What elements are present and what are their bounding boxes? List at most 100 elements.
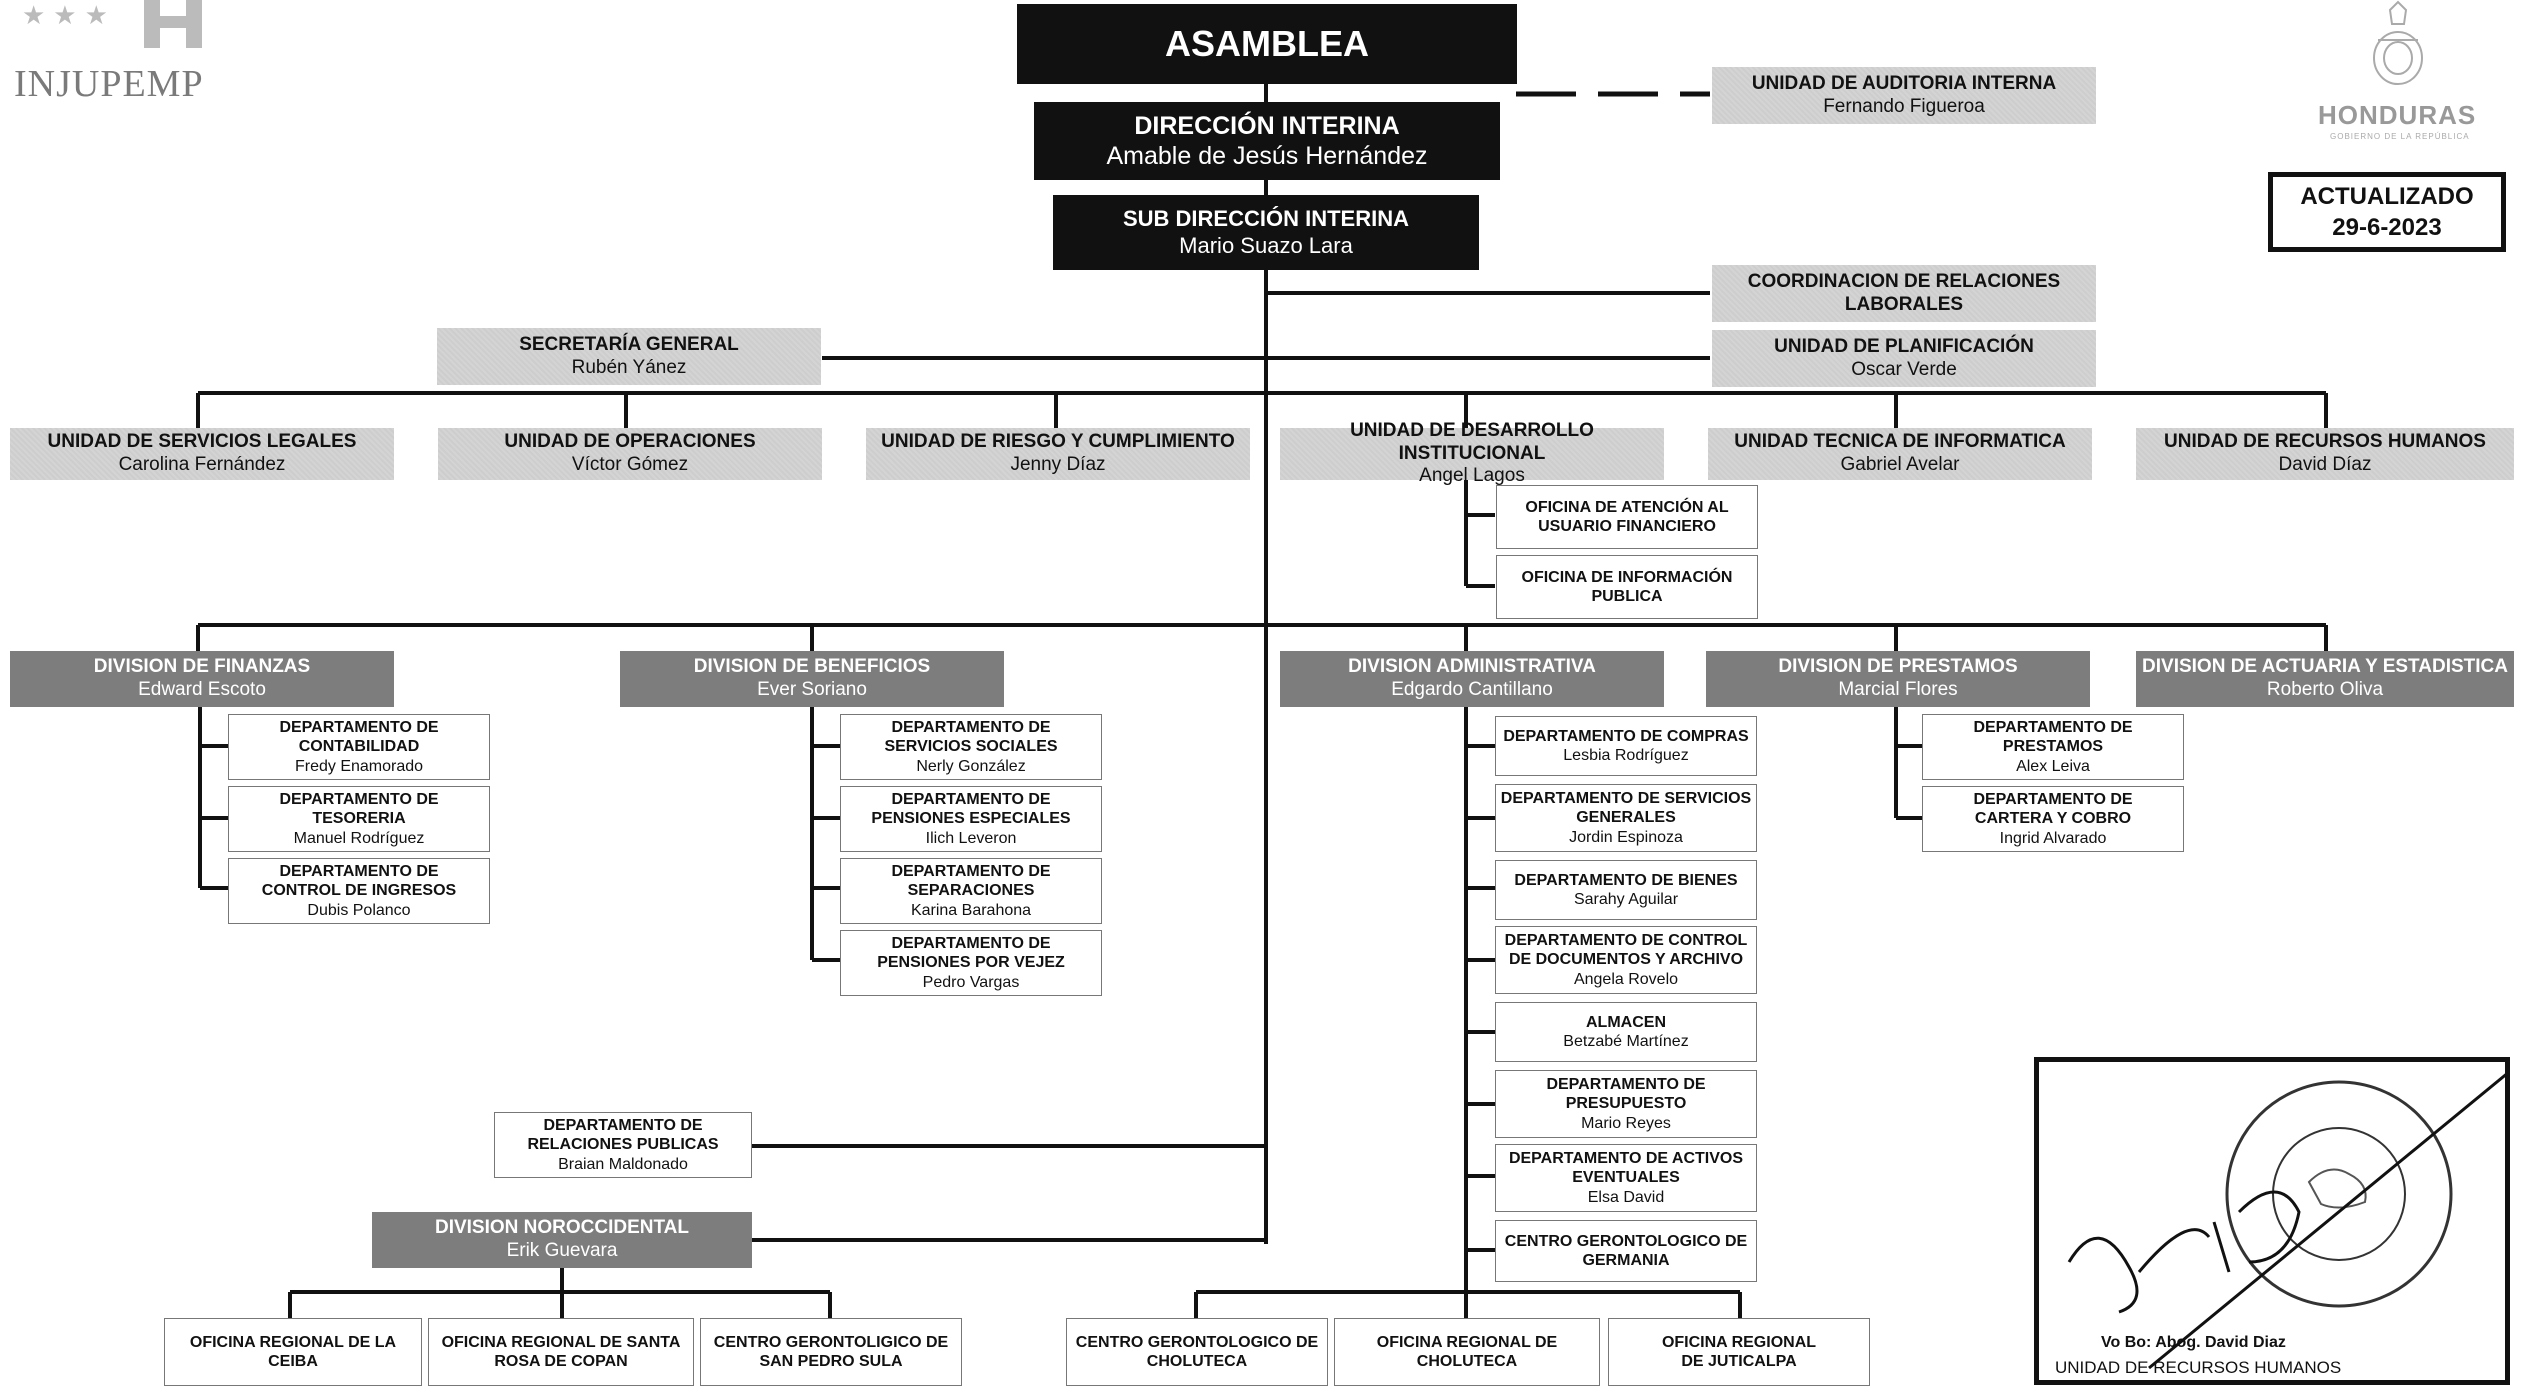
dept-almacen: ALMACEN Betzabé Martínez — [1495, 1002, 1757, 1062]
unit-servicios-legales: UNIDAD DE SERVICIOS LEGALES Carolina Fer… — [10, 428, 394, 480]
direccion-box: DIRECCIÓN INTERINA Amable de Jesús Herná… — [1034, 102, 1500, 180]
asamblea-title: ASAMBLEA — [1165, 23, 1369, 65]
dept-title: DEPARTAMENTO DE PENSIONES POR VEJEZ — [877, 935, 1065, 972]
office-title: OFICINA REGIONAL DE SANTA ROSA DE COPAN — [441, 1333, 681, 1370]
updated-label: ACTUALIZADO — [2300, 182, 2474, 210]
office-san-pedro-sula: CENTRO GERONTOLIGICO DE SAN PEDRO SULA — [700, 1318, 962, 1386]
dept-name: Lesbia Rodríguez — [1563, 747, 1689, 764]
injupemp-h-logo-icon — [144, 0, 202, 48]
asamblea-box: ASAMBLEA — [1017, 4, 1517, 84]
division-actuaria: DIVISION DE ACTUARIA Y ESTADISTICA Rober… — [2136, 651, 2514, 707]
official-stamp-inner — [2272, 1127, 2406, 1261]
division-name: Edward Escoto — [138, 679, 266, 700]
planificacion-box: UNIDAD DE PLANIFICACIÓN Oscar Verde — [1712, 330, 2096, 387]
dept-name: Braian Maldonado — [558, 1155, 688, 1173]
office-centro-choluteca: CENTRO GERONTOLOGICO DE CHOLUTECA — [1066, 1318, 1328, 1386]
division-title: DIVISION NOROCCIDENTAL — [434, 1217, 690, 1239]
dept-name: Ilich Leveron — [925, 829, 1017, 847]
dept-title: DEPARTAMENTO DE SERVICIOS SOCIALES — [884, 719, 1058, 756]
dept-centro-germania: CENTRO GERONTOLOGICO DE GERMANIA — [1495, 1220, 1757, 1282]
dept-name: Ingrid Alvarado — [1999, 829, 2107, 847]
unit-desarrollo-institucional: UNIDAD DE DESARROLLO INSTITUCIONAL Angel… — [1280, 420, 1664, 486]
dept-name: Dubis Polanco — [307, 901, 411, 919]
dept-contabilidad: DEPARTAMENTO DE CONTABILIDAD Fredy Enamo… — [228, 714, 490, 780]
office-regional-choluteca: OFICINA REGIONAL DE CHOLUTECA — [1334, 1318, 1600, 1386]
office-regional-juticalpa: OFICINA REGIONAL DE JUTICALPA — [1608, 1318, 1870, 1386]
dept-name: Jordin Espinoza — [1569, 828, 1683, 846]
dept-title: DEPARTAMENTO DE BIENES — [1514, 871, 1738, 889]
updated-date: 29-6-2023 — [2332, 214, 2442, 241]
stamp-and-signature-graphic — [2067, 1073, 2505, 1370]
auditoria-box: UNIDAD DE AUDITORIA INTERNA Fernando Fig… — [1712, 67, 2096, 124]
secretaria-title: SECRETARÍA GENERAL — [519, 333, 739, 355]
direccion-title: DIRECCIÓN INTERINA — [1134, 112, 1400, 140]
dept-prestamos: DEPARTAMENTO DE PRESTAMOS Alex Leiva — [1922, 714, 2184, 780]
planificacion-name: Oscar Verde — [1851, 358, 1957, 380]
unit-name: Jenny Díaz — [1010, 454, 1106, 475]
stamp-map-icon — [2307, 1168, 2367, 1209]
dept-title: DEPARTAMENTO DE CARTERA Y COBRO — [1973, 791, 2133, 828]
office-informacion-publica: OFICINA DE INFORMACIÓN PUBLICA — [1496, 555, 1758, 619]
dept-title: ALMACEN — [1586, 1013, 1666, 1031]
division-name: Edgardo Cantillano — [1391, 679, 1553, 700]
office-title: OFICINA DE INFORMACIÓN PUBLICA — [1521, 568, 1733, 605]
dept-title: DEPARTAMENTO DE CONTABILIDAD — [279, 719, 439, 756]
unit-title: UNIDAD DE RIESGO Y CUMPLIMIENTO — [881, 431, 1235, 453]
dept-title: DEPARTAMENTO DE ACTIVOS EVENTUALES — [1508, 1150, 1744, 1187]
dept-cartera-cobro: DEPARTAMENTO DE CARTERA Y COBRO Ingrid A… — [1922, 786, 2184, 852]
dept-name: Betzabé Martínez — [1563, 1033, 1689, 1050]
vobo-label: Vo Bo: Abog. David Diaz — [2101, 1334, 2286, 1351]
dept-title: DEPARTAMENTO DE PENSIONES ESPECIALES — [871, 791, 1071, 828]
dept-title: DEPARTAMENTO DE SEPARACIONES — [891, 863, 1051, 900]
dept-title: DEPARTAMENTO DE COMPRAS — [1503, 727, 1749, 745]
coordinacion-box: COORDINACION DE RELACIONES LABORALES — [1712, 265, 2096, 322]
dept-title: CENTRO GERONTOLOGICO DE GERMANIA — [1504, 1232, 1748, 1269]
honduras-logo-subtext: GOBIERNO DE LA REPÚBLICA — [2330, 132, 2470, 141]
office-title: OFICINA REGIONAL DE JUTICALPA — [1661, 1333, 1817, 1370]
division-title: DIVISION ADMINISTRATIVA — [1348, 656, 1596, 678]
unit-name: Gabriel Avelar — [1840, 454, 1960, 475]
dept-name: Alex Leiva — [2016, 757, 2090, 775]
division-administrativa: DIVISION ADMINISTRATIVA Edgardo Cantilla… — [1280, 651, 1664, 707]
dept-title: DEPARTAMENTO DE CONTROL DE DOCUMENTOS Y … — [1504, 932, 1748, 969]
office-title: OFICINA REGIONAL DE LA CEIBA — [189, 1333, 397, 1370]
division-title: DIVISION DE FINANZAS — [93, 656, 311, 678]
dept-presupuesto: DEPARTAMENTO DE PRESUPUESTO Mario Reyes — [1495, 1070, 1757, 1138]
auditoria-name: Fernando Figueroa — [1823, 95, 1985, 117]
dept-name: Karina Barahona — [910, 901, 1032, 919]
dept-servicios-sociales: DEPARTAMENTO DE SERVICIOS SOCIALES Nerly… — [840, 714, 1102, 780]
office-title: OFICINA DE ATENCIÓN AL USUARIO FINANCIER… — [1525, 498, 1729, 535]
division-title: DIVISION DE PRESTAMOS — [1778, 656, 2018, 678]
dept-title: DEPARTAMENTO DE PRESTAMOS — [1973, 719, 2133, 756]
dept-pensiones-especiales: DEPARTAMENTO DE PENSIONES ESPECIALES Ili… — [840, 786, 1102, 852]
dept-separaciones: DEPARTAMENTO DE SEPARACIONES Karina Bara… — [840, 858, 1102, 924]
division-title: DIVISION DE BENEFICIOS — [693, 656, 931, 678]
dept-name: Manuel Rodríguez — [293, 829, 425, 847]
dept-relaciones-publicas: DEPARTAMENTO DE RELACIONES PUBLICAS Brai… — [494, 1112, 752, 1178]
dept-name: Pedro Vargas — [922, 973, 1020, 991]
official-stamp-outer — [2225, 1080, 2453, 1308]
division-name: Erik Guevara — [506, 1240, 618, 1261]
unit-name: Carolina Fernández — [118, 454, 286, 475]
vobo-unit: UNIDAD DE RECURSOS HUMANOS — [2055, 1358, 2342, 1377]
division-name: Roberto Oliva — [2266, 679, 2384, 700]
dept-title: DEPARTAMENTO DE SERVICIOS GENERALES — [1500, 790, 1752, 827]
unit-title: UNIDAD DE DESARROLLO INSTITUCIONAL — [1350, 419, 1594, 464]
dept-title: DEPARTAMENTO DE PRESUPUESTO — [1546, 1076, 1706, 1113]
office-title: CENTRO GERONTOLIGICO DE SAN PEDRO SULA — [713, 1333, 949, 1370]
dept-name: Mario Reyes — [1581, 1114, 1671, 1132]
dept-servicios-generales: DEPARTAMENTO DE SERVICIOS GENERALES Jord… — [1495, 784, 1757, 852]
office-santa-rosa-copan: OFICINA REGIONAL DE SANTA ROSA DE COPAN — [428, 1318, 694, 1386]
office-title: OFICINA REGIONAL DE CHOLUTECA — [1376, 1333, 1558, 1370]
injupemp-logo-text: INJUPEMP — [14, 63, 204, 105]
updated-badge: ACTUALIZADO 29-6-2023 — [2268, 172, 2506, 252]
dept-name: Sarahy Aguilar — [1573, 891, 1679, 908]
unit-title: UNIDAD DE OPERACIONES — [504, 431, 756, 453]
honduras-crest-icon — [2373, 0, 2423, 85]
dept-name: Elsa David — [1587, 1188, 1665, 1206]
coordinacion-title: COORDINACION DE RELACIONES LABORALES — [1747, 270, 2061, 315]
unit-name: Víctor Gómez — [571, 454, 689, 475]
unit-informatica: UNIDAD TECNICA DE INFORMATICA Gabriel Av… — [1708, 428, 2092, 480]
unit-title: UNIDAD TECNICA DE INFORMATICA — [1734, 431, 2066, 453]
